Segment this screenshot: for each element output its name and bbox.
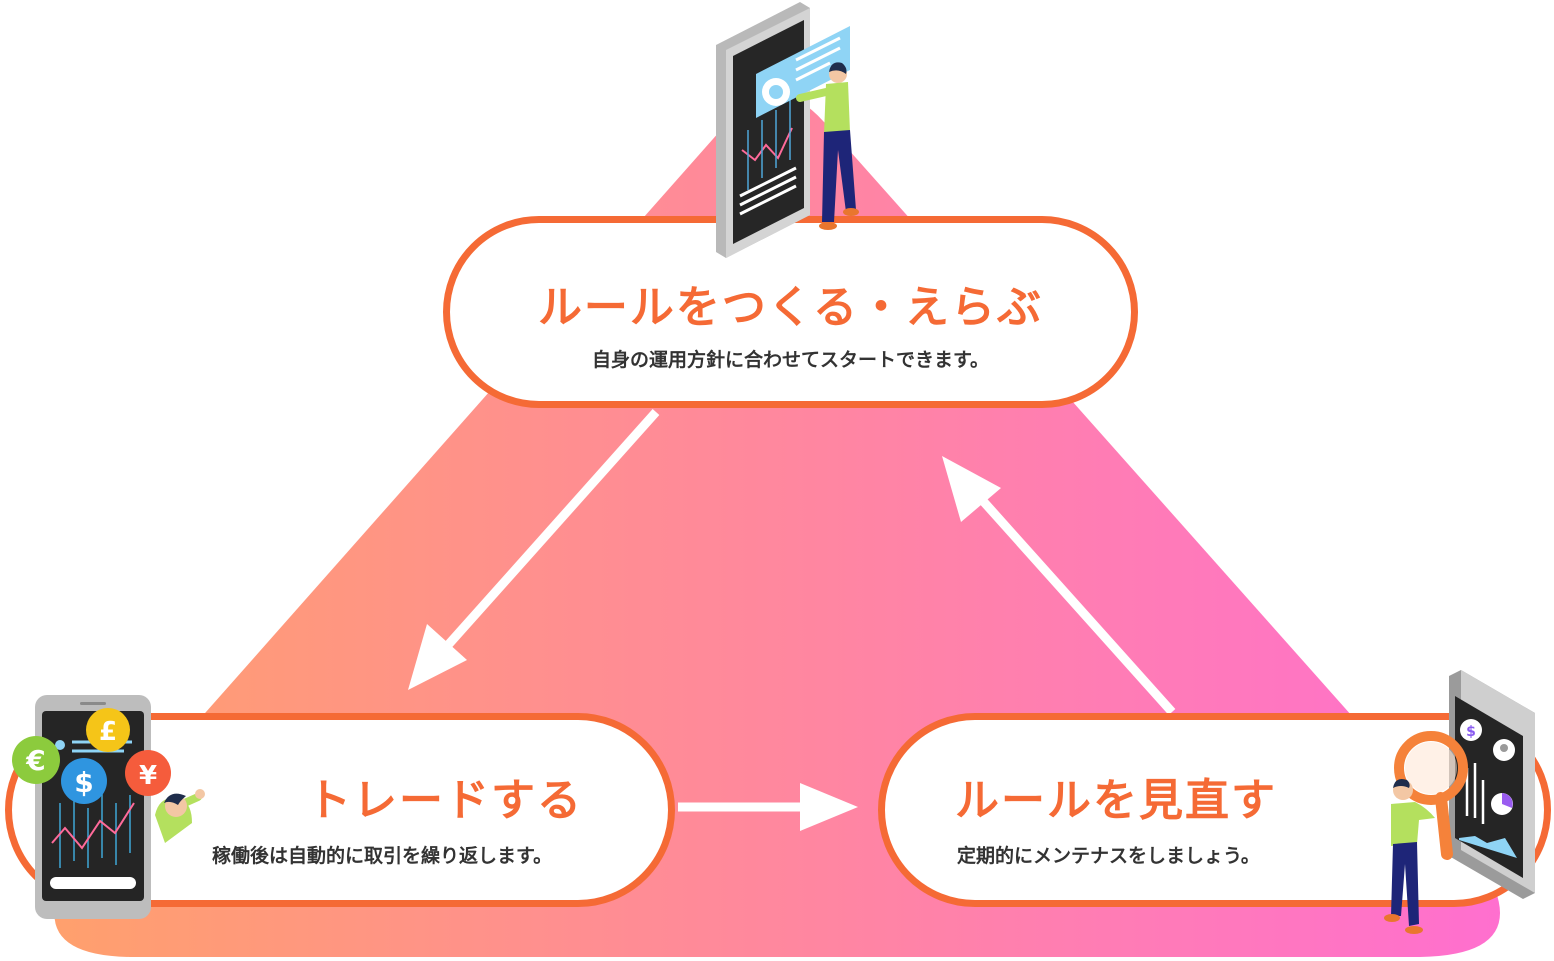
- step-review-description: 定期的にメンテナスをしましょう。: [957, 845, 1260, 867]
- dollar-small-symbol: $: [1466, 724, 1476, 740]
- pound-symbol: £: [99, 717, 117, 747]
- step-create-rule-description: 自身の運用方針に合わせてスタートできます。: [591, 349, 990, 371]
- phone-magnifier-person-illustration: $: [1384, 670, 1535, 934]
- euro-symbol: €: [25, 744, 45, 777]
- yen-symbol: ¥: [139, 761, 157, 791]
- step-review-title: ルールを見直す: [955, 775, 1277, 826]
- step-create-rule-title: ルールをつくる・えらぶ: [537, 282, 1044, 333]
- dollar-symbol: $: [74, 766, 93, 799]
- arrow-to-review: [678, 783, 858, 831]
- step-trade-title: トレードする: [307, 775, 583, 826]
- phone-settings-person-illustration: [716, 2, 859, 258]
- step-trade-description: 稼働後は自動的に取引を繰り返します。: [212, 845, 553, 867]
- arrow-to-create: [942, 456, 1176, 716]
- arrow-to-trade: [408, 409, 660, 690]
- phone-currency-person-illustration: € £ $ ¥: [12, 695, 205, 919]
